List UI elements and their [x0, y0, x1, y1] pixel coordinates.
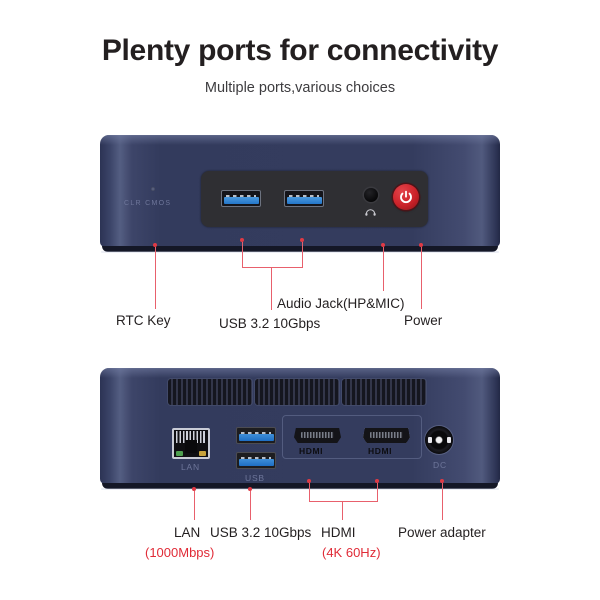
- callout-spec-hdmi: (4K 60Hz): [322, 545, 381, 560]
- callout-label-hdmi: HDMI: [321, 525, 356, 540]
- callout-dot-usb-rear: [248, 487, 252, 491]
- callout-line-power-adapter: [442, 483, 444, 520]
- audio-jack-port[interactable]: [364, 188, 378, 202]
- dc-silkscreen: DC: [433, 460, 447, 470]
- hdmi-group-outline: [282, 415, 422, 459]
- callout-label-audio-jack: Audio Jack(HP&MIC): [277, 296, 405, 311]
- callout-stem-hdmi: [342, 501, 344, 520]
- callout-spec-lan: (1000Mbps): [145, 545, 215, 560]
- mini-pc-front-view: CLR CMOS: [100, 135, 500, 253]
- vent-grille-3: [342, 379, 426, 405]
- lan-silkscreen: LAN: [181, 462, 200, 472]
- callout-label-lan: LAN: [174, 525, 201, 540]
- hdmi-contacts: [301, 432, 334, 438]
- lan-led-amber: [199, 450, 206, 456]
- callout-line-audio-jack: [383, 247, 385, 291]
- chassis-base-shadow: [102, 246, 498, 252]
- usb-pins: [241, 456, 271, 460]
- callout-dot-power-adapter: [440, 479, 444, 483]
- lan-led-green: [176, 450, 183, 456]
- rj45-contacts: [176, 431, 206, 443]
- usb-port-front-1[interactable]: [221, 190, 261, 207]
- vent-grille-1: [168, 379, 252, 405]
- usb-port-rear-bottom[interactable]: [236, 452, 276, 469]
- callout-bracket-usb: [242, 267, 303, 269]
- usb-tongue: [223, 197, 259, 204]
- callout-dot-usb-1: [240, 238, 244, 242]
- callout-dot-lan: [192, 487, 196, 491]
- power-button[interactable]: [393, 184, 419, 210]
- callout-label-rtc-key: RTC Key: [116, 313, 171, 328]
- callout-dot-usb-2: [300, 238, 304, 242]
- callout-line-rtc-key: [155, 247, 157, 309]
- hdmi-silkscreen-2: HDMI: [368, 446, 393, 456]
- usb-tongue: [238, 434, 274, 441]
- lan-port[interactable]: [172, 428, 210, 459]
- callout-label-usb-front: USB 3.2 10Gbps: [219, 316, 321, 331]
- chassis-base-shadow: [102, 483, 498, 489]
- rtc-key-pinhole[interactable]: [151, 187, 155, 191]
- callout-dot-power: [419, 243, 423, 247]
- page-subtitle: Multiple ports,various choices: [204, 80, 396, 96]
- chassis-base-highlight: [101, 251, 499, 253]
- callout-line-hdmi-2: [377, 483, 379, 502]
- mini-pc-rear-view: LAN USB HDMI HDMI DC: [100, 368, 500, 490]
- callout-stem-usb: [271, 267, 273, 310]
- headphone-icon: [365, 207, 376, 216]
- callout-line-hdmi-1: [309, 483, 311, 502]
- hdmi-silkscreen-1: HDMI: [299, 446, 324, 456]
- usb-port-front-2[interactable]: [284, 190, 324, 207]
- usb-tongue: [238, 459, 274, 466]
- callout-line-usb-1: [242, 242, 244, 268]
- hdmi-contacts: [370, 432, 403, 438]
- callout-bracket-hdmi: [309, 501, 378, 503]
- usb-pins: [226, 194, 256, 198]
- hdmi-port-1[interactable]: [294, 428, 341, 443]
- callout-dot-hdmi-2: [375, 479, 379, 483]
- callout-dot-audio-jack: [381, 243, 385, 247]
- usb-tongue: [286, 197, 322, 204]
- vent-grille-2: [255, 379, 339, 405]
- usb-port-rear-top[interactable]: [236, 427, 276, 444]
- callout-dot-rtc-key: [153, 243, 157, 247]
- callout-label-power: Power: [404, 313, 443, 328]
- dc-power-port[interactable]: [425, 426, 453, 454]
- hdmi-port-2[interactable]: [361, 426, 412, 445]
- callout-dot-hdmi-1: [307, 479, 311, 483]
- usb-pins: [289, 194, 319, 198]
- callout-line-usb-2: [302, 242, 304, 268]
- callout-line-usb-rear: [250, 491, 252, 520]
- chassis-base-highlight: [101, 488, 499, 490]
- clr-cmos-silkscreen: CLR CMOS: [124, 200, 172, 207]
- rj45-notch: [185, 440, 197, 453]
- callout-line-power: [421, 247, 423, 309]
- usb-silkscreen: USB: [245, 473, 265, 483]
- callout-label-power-adapter: Power adapter: [398, 525, 486, 540]
- usb-pins: [241, 431, 271, 435]
- page-title: Plenty ports for connectivity: [101, 34, 499, 67]
- callout-label-usb-rear: USB 3.2 10Gbps: [210, 525, 312, 540]
- front-io-panel: [201, 171, 428, 227]
- callout-line-lan: [194, 491, 196, 520]
